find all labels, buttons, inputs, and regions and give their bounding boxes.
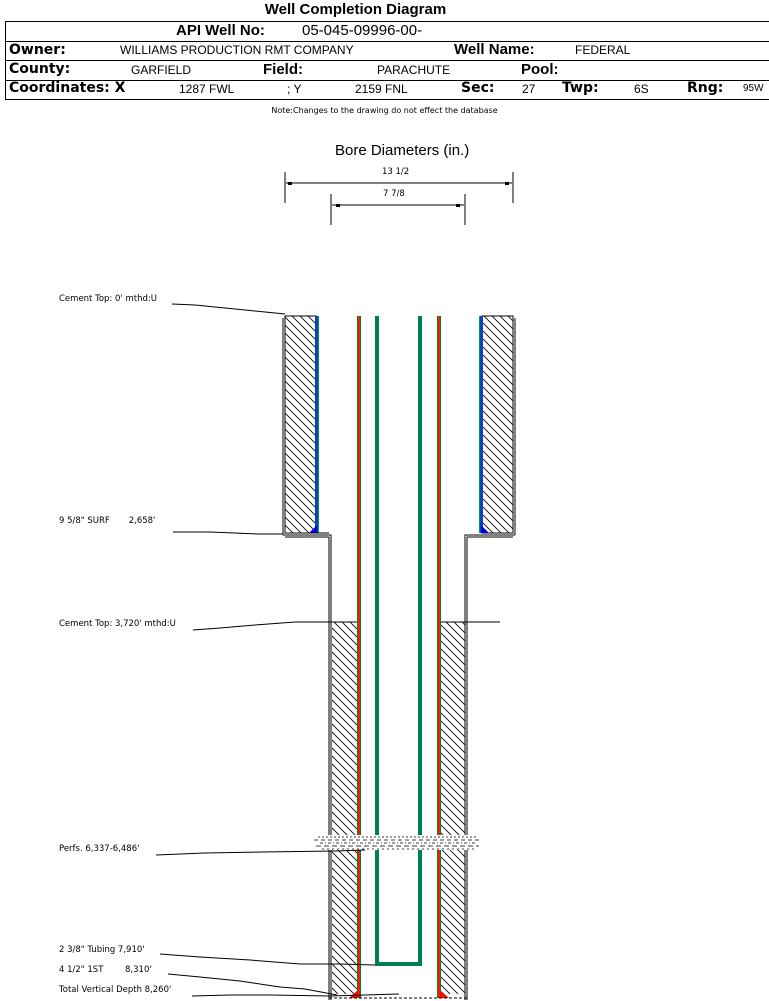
production-shoe-right	[440, 990, 449, 998]
production-casing-right	[438, 316, 440, 998]
api-row: API Well No: 05-045-09996-00-	[5, 21, 769, 42]
surface-shoe-left	[309, 525, 317, 533]
coordinates-label: Coordinates: X	[9, 80, 126, 96]
api-value: 05-045-09996-00-	[302, 22, 423, 39]
tubing-right	[418, 316, 422, 966]
owner-row: Owner: WILLIAMS PRODUCTION RMT COMPANY W…	[5, 41, 769, 61]
bore-dimension-outer	[284, 172, 514, 203]
owner-value: WILLIAMS PRODUCTION RMT COMPANY	[120, 43, 354, 57]
production-cement	[295, 621, 500, 994]
production-cement-left	[332, 622, 357, 994]
annotation-surface-casing: 9 5/8" SURF 2,658'	[59, 516, 156, 526]
surface-casing-right	[480, 316, 483, 533]
county-row: County: GARFIELD Field: PARACHUTE Pool:	[5, 61, 769, 81]
sec-label: Sec:	[461, 80, 495, 96]
rng-value: 95W	[743, 83, 764, 94]
bore-dimension-inner	[330, 194, 466, 225]
field-label: Field:	[263, 61, 303, 78]
annotation-cement-top-surface: Cement Top: 0' mthd:U	[59, 294, 157, 304]
tubing-left	[375, 316, 379, 966]
county-label: County:	[9, 61, 71, 77]
coordinates-row: Coordinates: X 1287 FWL ; Y 2159 FNL Sec…	[5, 80, 769, 100]
sec-value: 27	[522, 82, 536, 96]
bore-diameters-title: Bore Diameters (in.)	[335, 142, 470, 159]
county-value: GARFIELD	[131, 63, 192, 77]
annotation-total-depth: Total Vertical Depth 8,260'	[59, 985, 172, 995]
rng-label: Rng:	[687, 80, 724, 96]
leader-lines	[155, 303, 400, 997]
annotation-production-casing: 4 1/2" 1ST 8,310'	[59, 965, 152, 975]
y-label: ; Y	[287, 82, 302, 96]
note-text: Note:Changes to the drawing do not effec…	[271, 106, 498, 115]
annotation-tubing: 2 3/8" Tubing 7,910'	[59, 945, 145, 955]
production-casing-left	[358, 316, 360, 998]
surface-cement-right	[481, 315, 514, 534]
field-value: PARACHUTE	[377, 63, 451, 77]
api-label: API Well No:	[176, 22, 265, 39]
production-casing	[349, 316, 449, 998]
x-value: 1287 FWL	[179, 82, 235, 96]
production-cement-right	[441, 622, 465, 994]
owner-label: Owner:	[9, 42, 66, 58]
annotation-perforations: Perfs. 6,337-6,486'	[59, 844, 140, 854]
production-shoe-left	[349, 990, 358, 998]
surface-casing-left	[315, 316, 318, 533]
surface-hole	[282, 315, 516, 535]
tubing-bottom	[375, 962, 422, 966]
twp-value: 6S	[634, 82, 649, 96]
y-value: 2159 FNL	[355, 82, 408, 96]
bore-diameter-outer-label: 13 1/2	[382, 167, 410, 177]
annotation-cement-top-production: Cement Top: 3,720' mthd:U	[59, 619, 176, 629]
perforations	[313, 835, 481, 850]
page-title: Well Completion Diagram	[264, 1, 447, 18]
surface-shoe-right	[481, 525, 489, 533]
well-name-value: FEDERAL	[575, 43, 631, 57]
tubing	[375, 316, 422, 966]
hole-step	[283, 532, 515, 1000]
bore-diameter-inner-label: 7 7/8	[383, 189, 405, 199]
well-name-label: Well Name:	[454, 41, 535, 58]
pool-label: Pool:	[521, 61, 559, 78]
surface-cement-left	[284, 315, 317, 534]
twp-label: Twp:	[562, 80, 599, 96]
